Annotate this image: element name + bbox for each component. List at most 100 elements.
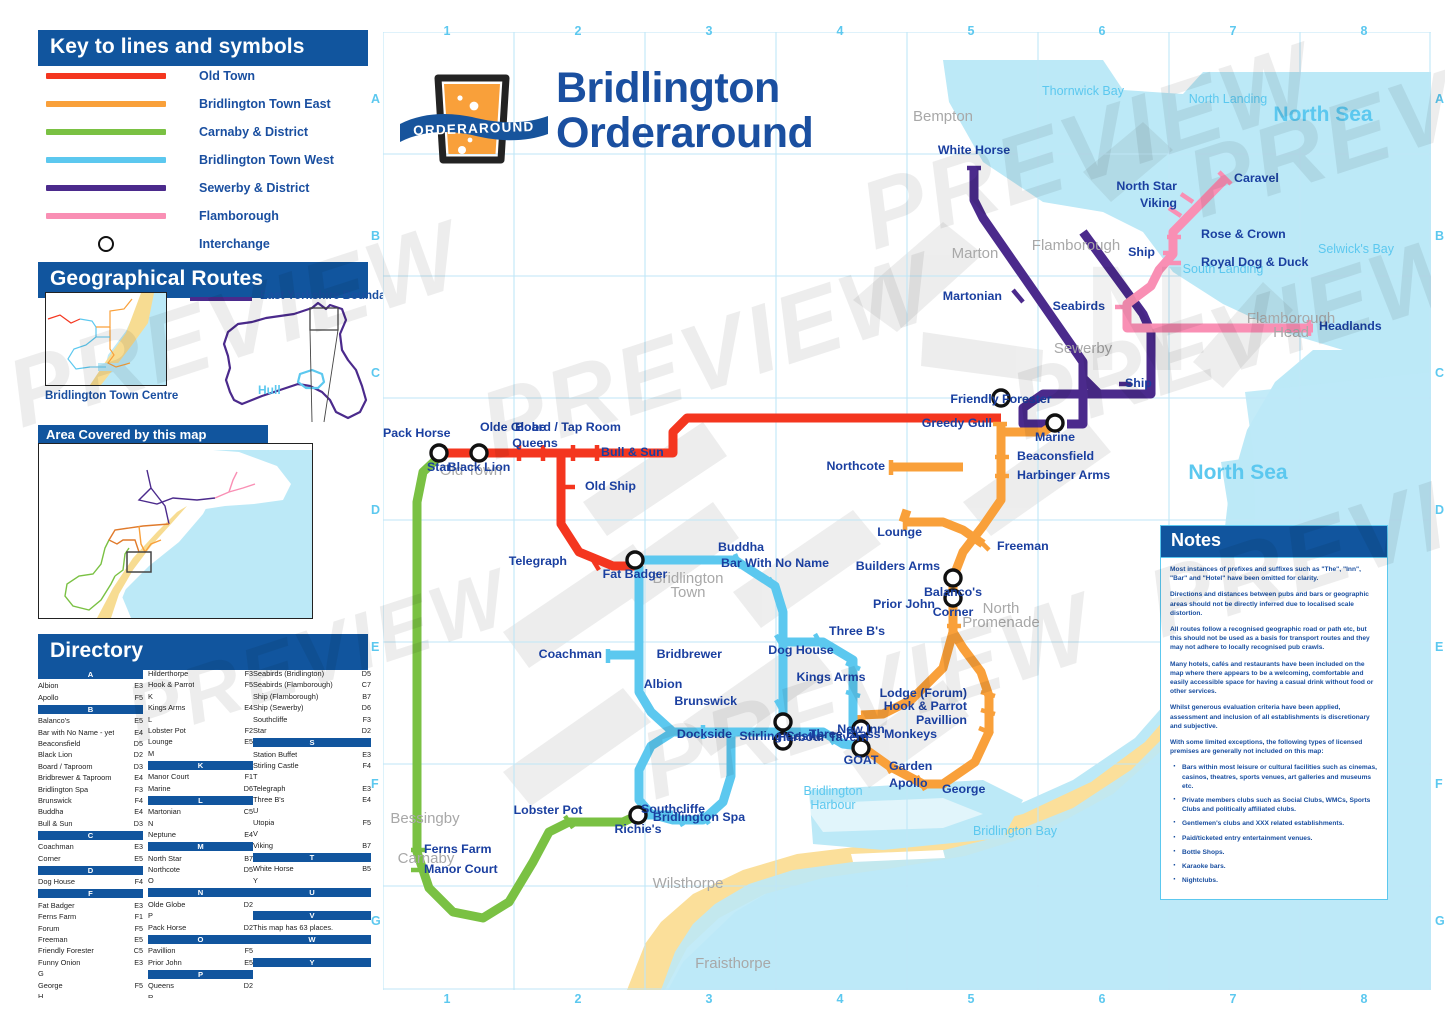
station-label[interactable]: Seabirds bbox=[1052, 299, 1105, 313]
station-label[interactable]: Harbinger Arms bbox=[1017, 468, 1111, 482]
directory-entry[interactable]: H bbox=[38, 991, 143, 998]
directory-entry[interactable]: R bbox=[148, 992, 253, 998]
station-label[interactable]: Builders Arms bbox=[855, 559, 940, 573]
station-label[interactable]: Albion bbox=[643, 677, 683, 691]
directory-entry[interactable]: G bbox=[38, 968, 143, 979]
station-label[interactable]: New Inn bbox=[837, 722, 885, 736]
station-label[interactable]: Ship bbox=[1128, 245, 1155, 259]
directory-entry[interactable]: N bbox=[148, 818, 253, 829]
station-label[interactable]: Manor Court bbox=[424, 862, 498, 876]
station-label[interactable]: Beaconsfield bbox=[1017, 449, 1095, 463]
station-label[interactable]: Bridlington Spa bbox=[652, 810, 746, 824]
station-label[interactable]: Three Brass Monkeys bbox=[808, 727, 937, 741]
directory-entry[interactable]: M bbox=[148, 748, 253, 759]
station-label[interactable]: Friendly Forester bbox=[950, 392, 1052, 406]
station-label[interactable]: Bull & Sun bbox=[601, 445, 664, 459]
station-label[interactable]: Lobster Pot bbox=[513, 803, 583, 817]
station-label[interactable]: Buddha bbox=[717, 540, 765, 554]
station-label[interactable]: Marine bbox=[1035, 430, 1075, 444]
station-label[interactable]: Pack Horse bbox=[383, 426, 451, 440]
directory-entry[interactable] bbox=[253, 945, 371, 956]
station-label[interactable]: Lodge (Forum) bbox=[879, 686, 967, 700]
directory-entry[interactable]: Ship (Sewerby)D6 bbox=[253, 702, 371, 713]
station-label[interactable]: Greedy Gull bbox=[921, 416, 992, 430]
station-label[interactable]: Caravel bbox=[1234, 171, 1279, 185]
station-label[interactable]: Freeman bbox=[997, 539, 1049, 553]
station-label[interactable]: Northcote bbox=[826, 459, 885, 473]
directory-entry[interactable]: U bbox=[253, 805, 371, 816]
station-label[interactable]: Telegraph bbox=[508, 554, 567, 568]
directory-entry[interactable] bbox=[253, 898, 371, 909]
station-label[interactable]: GOAT bbox=[843, 753, 879, 767]
station-label[interactable]: Bar With No Name bbox=[721, 556, 829, 570]
station-label[interactable]: North Star bbox=[1116, 179, 1177, 193]
station-label[interactable]: Rose & Crown bbox=[1201, 227, 1286, 241]
directory-entry[interactable]: Seabirds (Flamborough)C7 bbox=[253, 679, 371, 690]
station-label[interactable]: Star bbox=[426, 460, 452, 474]
station-label[interactable]: Viking bbox=[1140, 196, 1177, 210]
station-label[interactable]: Fat Badger bbox=[602, 567, 668, 581]
directory-entry[interactable]: P bbox=[148, 910, 253, 921]
station-label[interactable]: Royal Dog & Duck bbox=[1201, 255, 1309, 269]
station-label[interactable]: Harbour Tavern bbox=[777, 730, 869, 744]
station-label[interactable]: Brunswick bbox=[674, 694, 737, 708]
station-label[interactable]: Apollo bbox=[889, 776, 928, 790]
directory-entry[interactable]: K bbox=[148, 691, 253, 702]
station-label[interactable]: Ferns Farm bbox=[424, 842, 492, 856]
station-label[interactable]: Kings Arms bbox=[796, 670, 866, 684]
directory-entry[interactable]: Seabirds (Bridlington)D5 bbox=[253, 668, 371, 679]
station-label[interactable]: Old Ship bbox=[585, 479, 636, 493]
directory-entry[interactable]: L bbox=[148, 714, 253, 725]
station-label[interactable]: Garden bbox=[889, 759, 933, 773]
station-label[interactable]: Prior John bbox=[873, 597, 935, 611]
station-label[interactable]: Pavillion bbox=[916, 713, 967, 727]
station-label[interactable]: Balanco's bbox=[923, 585, 983, 599]
station-label[interactable]: Ship bbox=[1125, 376, 1152, 390]
station-label[interactable]: White Horse bbox=[937, 143, 1011, 157]
station-label[interactable]: Dog House bbox=[768, 643, 834, 657]
directory-entry[interactable]: O bbox=[148, 875, 253, 886]
directory-entry[interactable]: V bbox=[253, 828, 371, 839]
station-label[interactable]: Hook & Parrot bbox=[883, 699, 967, 713]
station-label[interactable]: George bbox=[942, 782, 986, 796]
